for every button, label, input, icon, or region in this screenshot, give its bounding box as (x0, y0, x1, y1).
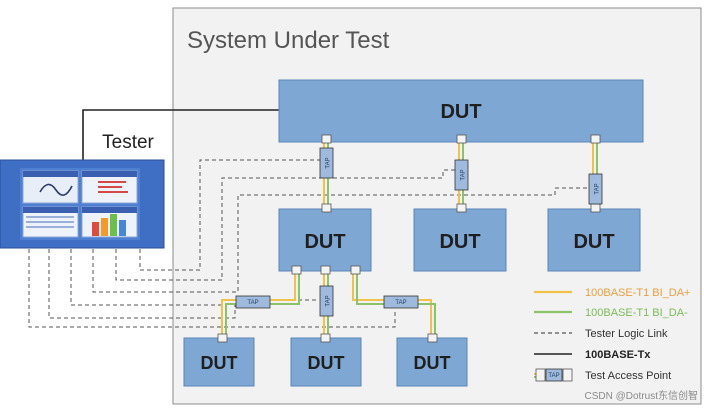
legend-item-bi-da-plus: 100BASE-T1 BI_DA+ (534, 287, 690, 299)
svg-text:DUT: DUT (414, 353, 451, 373)
svg-text:DUT: DUT (439, 231, 480, 253)
svg-text:Test Access Point: Test Access Point (585, 370, 671, 382)
svg-text:TAP: TAP (247, 300, 258, 306)
svg-text:100BASE-T1 BI_DA+: 100BASE-T1 BI_DA+ (585, 287, 690, 299)
tap-upper-left: TAP (319, 147, 334, 179)
tester-logic-links (28, 159, 588, 328)
svg-text:TAP: TAP (548, 373, 559, 379)
svg-text:DUT: DUT (440, 101, 481, 123)
tap-lower-left: TAP (235, 295, 271, 309)
svg-text:DUT: DUT (308, 353, 345, 373)
tester-label: Tester (102, 132, 154, 153)
svg-text:TAP: TAP (461, 169, 467, 180)
tap-upper-right: TAP (588, 173, 603, 205)
system-title: System Under Test (187, 27, 390, 54)
svg-text:DUT: DUT (201, 353, 238, 373)
dut-bottom-left: DUT (183, 337, 255, 387)
svg-text:TAP: TAP (395, 300, 406, 306)
tester-device (0, 159, 165, 249)
port-squares (217, 134, 601, 343)
svg-text:Tester Logic Link: Tester Logic Link (585, 328, 668, 340)
svg-text:DUT: DUT (573, 231, 614, 253)
base-tx-link (82, 109, 279, 160)
tap-lower-center: TAP (319, 285, 334, 317)
svg-text:100BASE-Tx: 100BASE-Tx (585, 349, 651, 361)
legend-item-tester-logic-link: Tester Logic Link (534, 328, 668, 340)
tester-screen-tiles (22, 170, 138, 238)
svg-text:TAP: TAP (326, 295, 332, 306)
legend: 100BASE-T1 BI_DA+ 100BASE-T1 BI_DA- Test… (534, 287, 690, 382)
svg-text:100BASE-T1 BI_DA-: 100BASE-T1 BI_DA- (585, 307, 688, 319)
legend-item-bi-da-minus: 100BASE-T1 BI_DA- (534, 307, 688, 319)
svg-text:TAP: TAP (595, 183, 601, 194)
tap-upper-center: TAP (454, 159, 469, 191)
dut-middle-left: DUT (278, 208, 372, 272)
tap-lower-right: TAP (383, 295, 419, 309)
dut-middle-center: DUT (413, 208, 507, 272)
dut-bottom-right: DUT (396, 337, 468, 387)
watermark-text: CSDN @Dotrust东信创智 (585, 389, 699, 402)
dut-middle-right: DUT (547, 208, 641, 272)
legend-item-base-tx: 100BASE-Tx (534, 349, 651, 361)
dut-bottom-middle: DUT (290, 337, 362, 387)
svg-text:DUT: DUT (304, 231, 345, 253)
svg-text:TAP: TAP (326, 157, 332, 168)
legend-item-tap: TAP Test Access Point (534, 368, 671, 382)
dut-top: DUT (278, 79, 644, 143)
